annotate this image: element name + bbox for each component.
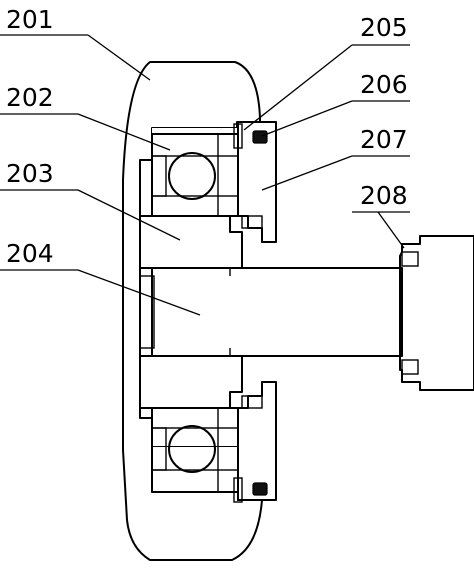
label-206: 206 — [360, 70, 408, 99]
label-201: 201 — [6, 5, 54, 34]
coupling-208 — [399, 235, 474, 391]
label-202: 202 — [6, 83, 54, 112]
label-204: 204 — [6, 239, 54, 268]
housing-201 — [122, 61, 263, 561]
leader-lines — [0, 34, 410, 316]
label-208: 208 — [360, 181, 408, 210]
bearing-202-upper — [151, 133, 239, 217]
ball-lower — [168, 425, 216, 473]
shaft-204 — [139, 267, 403, 357]
label-205: 205 — [360, 13, 408, 42]
cover-207 — [237, 121, 277, 501]
label-207: 207 — [360, 125, 408, 154]
o-ring-lower — [252, 482, 268, 496]
bearing-202-lower — [151, 407, 239, 493]
o-ring-upper — [252, 130, 268, 144]
seal-205-206 — [233, 123, 268, 503]
ball-upper — [168, 152, 216, 200]
label-203: 203 — [6, 159, 54, 188]
